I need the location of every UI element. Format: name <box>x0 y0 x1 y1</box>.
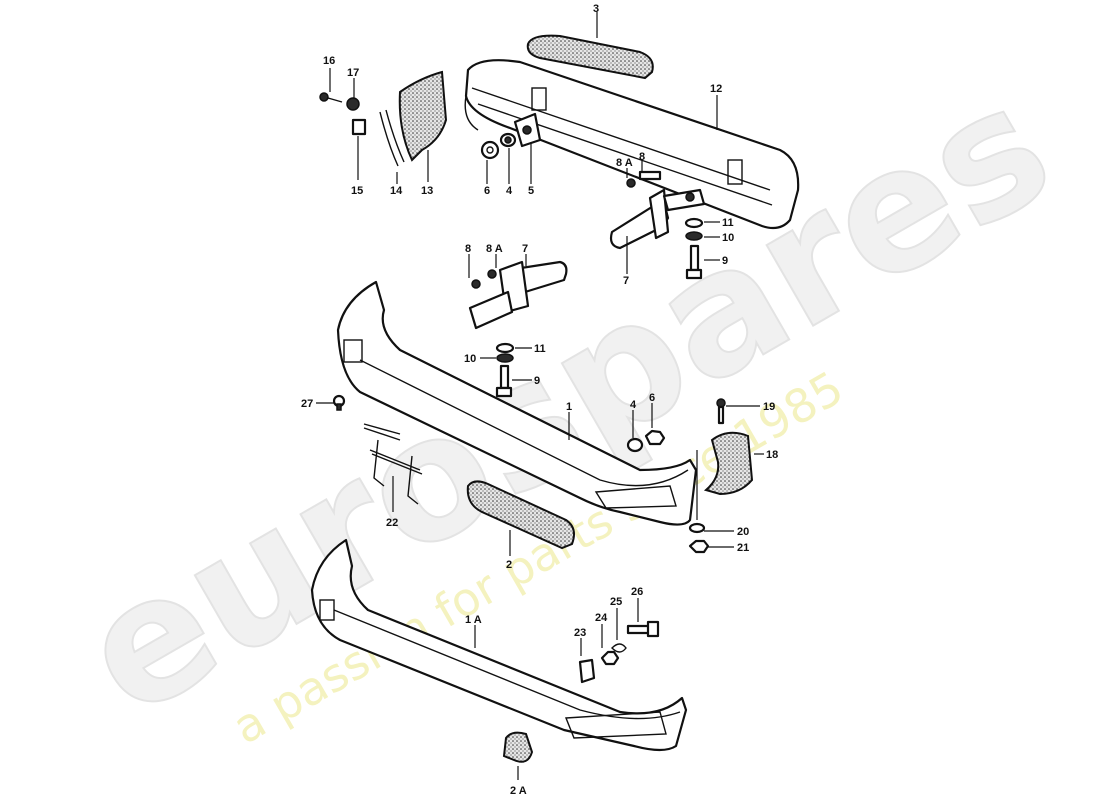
bracket-5 <box>513 112 542 148</box>
callout-2a: 2 A <box>510 785 527 797</box>
rear-rubber-strip <box>526 34 654 80</box>
impact-absorber-upper <box>609 170 706 250</box>
nut-17 <box>346 97 360 111</box>
front-bumper <box>336 280 698 526</box>
callout-7b: 7 <box>522 243 528 255</box>
callout-9b: 9 <box>534 375 540 387</box>
callout-17: 17 <box>347 67 359 79</box>
washer-4-mid <box>626 437 644 453</box>
corner-cap <box>703 431 754 496</box>
callout-7a: 7 <box>623 275 629 287</box>
callout-3: 3 <box>593 3 599 15</box>
callout-16: 16 <box>323 55 335 67</box>
callout-27: 27 <box>301 398 313 410</box>
callout-8b: 8 <box>465 243 471 255</box>
callout-13: 13 <box>421 185 433 197</box>
side-trim <box>398 70 448 162</box>
callout-6a: 6 <box>484 185 490 197</box>
callout-20: 20 <box>737 526 749 538</box>
front-rubber-guard <box>466 480 575 550</box>
callout-14: 14 <box>390 185 403 197</box>
leader-lines <box>316 12 764 780</box>
callout-25: 25 <box>610 596 622 608</box>
bumper-1a <box>310 538 688 752</box>
bolt-washers-lower <box>495 342 515 398</box>
screw-16 <box>319 92 343 103</box>
clip-15 <box>351 118 367 136</box>
nut-23 <box>578 658 596 684</box>
callout-11a: 11 <box>722 217 734 229</box>
callout-26: 26 <box>631 586 643 598</box>
washer-20 <box>688 522 706 534</box>
callout-1: 1 <box>566 401 572 413</box>
callout-19: 19 <box>763 401 775 413</box>
callout-23: 23 <box>574 627 586 639</box>
callout-6b: 6 <box>649 392 655 404</box>
screw-19 <box>716 398 726 425</box>
nut-21 <box>688 539 710 554</box>
callout-22: 22 <box>386 517 398 529</box>
callout-8ab: 8 A <box>486 243 503 255</box>
callout-8aa: 8 A <box>616 157 633 169</box>
callout-10a: 10 <box>722 232 734 244</box>
callout-1a: 1 A <box>465 614 482 626</box>
callout-11b: 11 <box>534 343 546 355</box>
callout-18: 18 <box>766 449 778 461</box>
clip-27 <box>332 394 346 411</box>
nut-6-mid <box>644 429 666 446</box>
callout-21: 21 <box>737 542 749 554</box>
callout-10b: 10 <box>464 353 476 365</box>
impact-absorber-lower <box>468 260 568 330</box>
nut-6-upper <box>480 140 500 160</box>
moulding-strip <box>379 109 405 167</box>
washer-4-upper <box>499 132 517 148</box>
rear-bumper <box>464 59 800 230</box>
bolt-washers-upper <box>684 217 704 280</box>
callout-9a: 9 <box>722 255 728 267</box>
callout-24: 24 <box>595 612 608 624</box>
washer-25 <box>611 643 627 653</box>
callout-8a: 8 <box>639 151 645 163</box>
callout-4b: 4 <box>630 399 637 411</box>
bracket-22 <box>363 423 423 505</box>
guard-2a <box>502 731 534 763</box>
callout-5: 5 <box>528 185 534 197</box>
bolt-26 <box>626 620 660 638</box>
washer-24 <box>600 650 620 666</box>
callout-15: 15 <box>351 185 363 197</box>
callout-4a: 4 <box>506 185 513 197</box>
callout-labels: 3 12 16 17 15 14 13 6 4 5 8 A 8 11 10 9 … <box>301 3 778 797</box>
callout-12: 12 <box>710 83 722 95</box>
callout-2: 2 <box>506 559 512 571</box>
